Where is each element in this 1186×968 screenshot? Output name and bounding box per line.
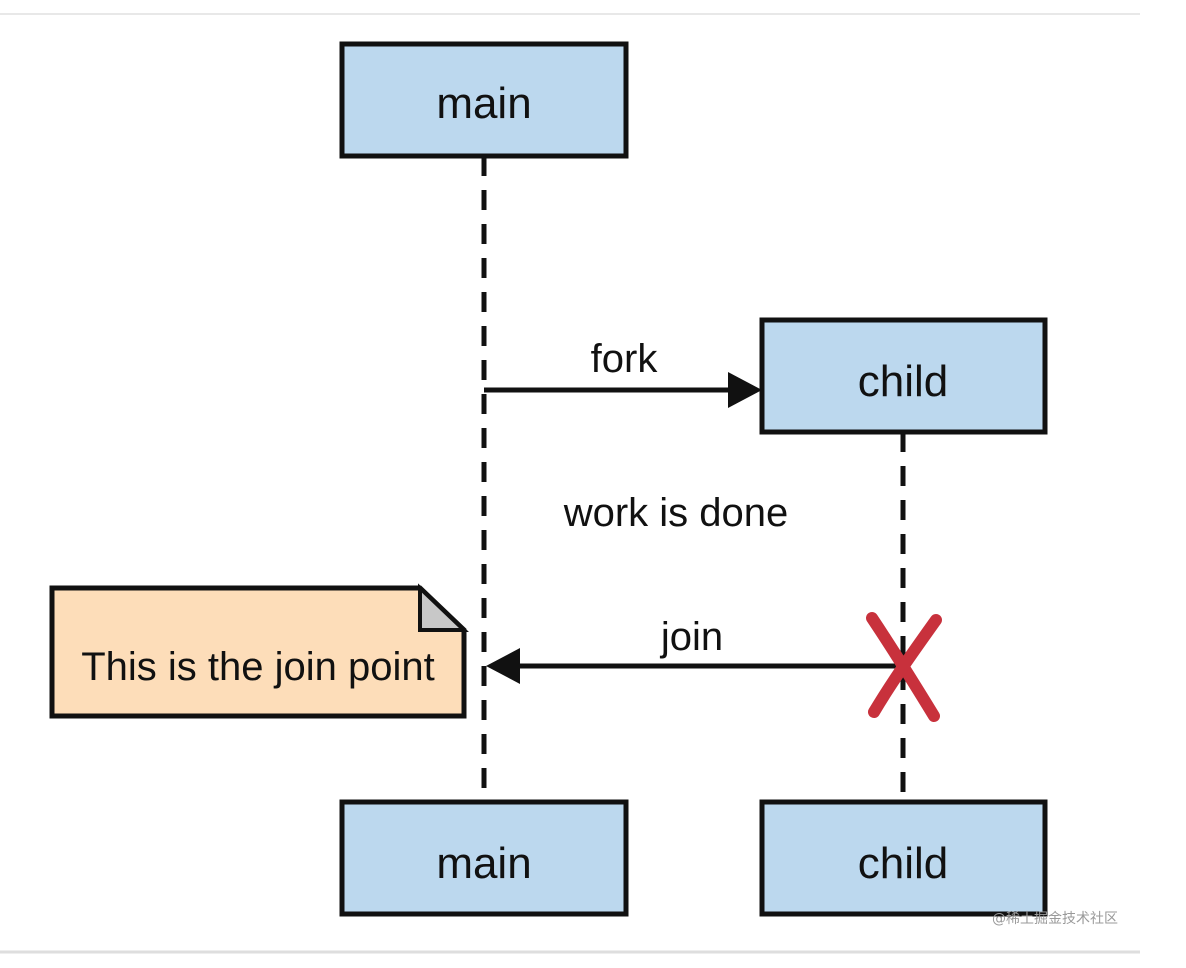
fork-message: fork	[484, 337, 762, 408]
participant-main-bottom: main	[339, 799, 629, 917]
x-mark-icon	[866, 612, 942, 722]
fork-arrowhead-icon	[728, 372, 762, 408]
participant-main-top: main	[339, 41, 629, 159]
join-point-note: This is the join point	[49, 583, 469, 719]
join-point-note-text: This is the join point	[81, 645, 435, 689]
join-arrowhead-icon	[486, 648, 520, 684]
participant-main-bottom-label: main	[436, 839, 531, 888]
participant-child-bottom-label: child	[858, 839, 949, 888]
participant-child-top: child	[759, 317, 1048, 435]
join-message: join	[486, 615, 903, 684]
work-done-label: work is done	[563, 491, 789, 535]
note-fold-corner	[418, 583, 469, 632]
participant-child-bottom: child	[759, 799, 1048, 917]
participant-main-top-label: main	[436, 79, 531, 128]
participant-child-top-label: child	[858, 357, 949, 406]
join-label: join	[660, 615, 723, 659]
watermark: @稀土掘金技术社区	[992, 911, 1118, 927]
fork-label: fork	[591, 337, 659, 381]
